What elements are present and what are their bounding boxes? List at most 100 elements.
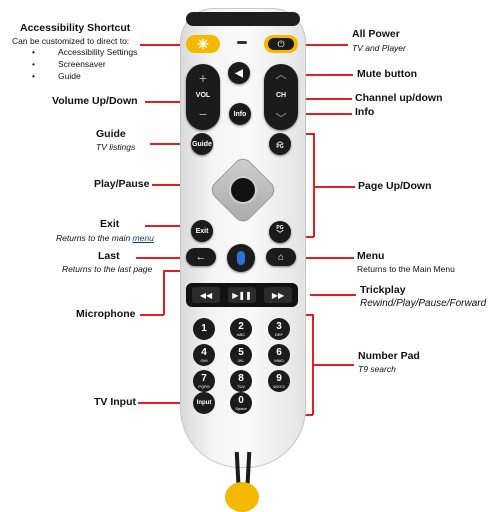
menu-sublabel: Returns to the Main Menu (357, 264, 455, 274)
exit-label: Exit (100, 218, 120, 230)
page-down-text: PG (276, 225, 284, 231)
number-key[interactable]: 1 (193, 318, 215, 340)
digit: 5 (238, 346, 244, 358)
trickplay-pointer-line (310, 294, 356, 296)
mute-button[interactable]: ◀ (228, 62, 250, 84)
page-label: Page Up/Down (358, 180, 432, 192)
channel-rocker[interactable]: ︿ CH ﹀ (264, 64, 298, 130)
page-down-button[interactable]: PG ﹀ (269, 221, 291, 243)
power-button[interactable]: ⏻ (264, 35, 298, 53)
remote-top-slot (186, 12, 300, 26)
play-pause-icon: ▶❚❚ (232, 290, 252, 300)
exit-sublabel-text: Returns to the main (56, 233, 133, 243)
trickplay-bar: ◀◀ ▶❚❚ ▶▶ (186, 283, 298, 307)
accessibility-pointer-line (140, 44, 186, 46)
guide-label: Guide (96, 128, 126, 140)
microphone-label: Microphone (76, 308, 136, 320)
info-button[interactable]: Info (229, 103, 251, 125)
lanyard-clip (225, 482, 259, 512)
trickplay-sublabel: Rewind/Play/Pause/Forward (360, 298, 487, 309)
guide-button[interactable]: Guide (191, 133, 213, 155)
play-pause-button[interactable] (231, 178, 255, 202)
digit: 2 (238, 320, 244, 332)
digit: 8 (238, 372, 244, 384)
forward-icon: ▶▶ (271, 290, 285, 300)
home-icon: ⌂ (277, 251, 285, 263)
letters: DEF (275, 331, 283, 337)
menu-label: Menu (357, 250, 385, 262)
play-pause-label: Play/Pause (94, 178, 150, 190)
all-power-label: All Power (352, 28, 400, 40)
microphone-icon (237, 251, 245, 265)
digit: 7 (201, 372, 207, 384)
list-item: Accessibility Settings (58, 47, 138, 57)
page-pointer-line (313, 186, 355, 188)
rewind-button[interactable]: ◀◀ (192, 287, 220, 303)
power-icon: ⏻ (268, 38, 294, 50)
exit-pointer-line (145, 225, 191, 227)
last-label: Last (98, 250, 120, 262)
volume-label: Volume Up/Down (52, 95, 138, 107)
microphone-button[interactable] (227, 244, 255, 272)
indicator-led (237, 41, 247, 44)
page-up-button[interactable]: ︿ PG (269, 133, 291, 155)
asterisk-icon: ✳ (197, 35, 209, 52)
letters: JKL (237, 357, 245, 363)
list-bullet: • (32, 71, 35, 81)
microphone-pointer-line-h (140, 314, 164, 316)
tv-input-label: TV Input (94, 396, 136, 408)
arrow-left-icon: ← (195, 251, 207, 263)
numpad-pointer-line (312, 364, 354, 366)
power-pointer-line (292, 44, 348, 46)
play-pause-trick-button[interactable]: ▶❚❚ (228, 287, 256, 303)
list-item: Guide (58, 71, 81, 81)
digit: 6 (276, 346, 282, 358)
digit: 3 (276, 320, 282, 332)
letters: ABC (236, 331, 246, 337)
channel-label-text: CH (275, 92, 287, 99)
accessibility-shortcut-label: Accessibility Shortcut (20, 22, 131, 34)
accessibility-button[interactable]: ✳ (186, 35, 220, 53)
d-pad[interactable] (207, 154, 279, 226)
rewind-icon: ◀◀ (199, 290, 213, 300)
input-text: Input (196, 400, 212, 406)
forward-button[interactable]: ▶▶ (264, 287, 292, 303)
input-button[interactable]: Input (193, 392, 215, 414)
page-bracket-vertical (313, 133, 315, 237)
letters: TUV (237, 383, 245, 389)
digit: 9 (276, 372, 282, 384)
last-sublabel: Returns to the last page (62, 264, 153, 274)
chevron-up-icon: ︿ (276, 138, 284, 145)
letters: Space (235, 405, 247, 411)
info-label: Info (355, 106, 375, 118)
letters: PQRS (198, 383, 210, 389)
exit-button[interactable]: Exit (191, 220, 213, 242)
menu-pointer-line (288, 257, 354, 259)
letters: MNO (274, 357, 284, 363)
page-up-text: PG (276, 144, 284, 150)
exit-menu-link[interactable]: menu (132, 233, 154, 243)
channel-down-icon: ﹀ (275, 113, 287, 125)
volume-pointer-line (145, 101, 190, 103)
letters: WXYZ (273, 383, 285, 389)
volume-rocker[interactable]: + VOL − (186, 64, 220, 130)
digit: 1 (201, 322, 207, 334)
list-item: Screensaver (58, 59, 106, 69)
channel-label: Channel up/down (355, 92, 443, 104)
menu-button[interactable]: ⌂ (266, 248, 296, 266)
last-button[interactable]: ← (186, 248, 216, 266)
number-pad-sublabel: T9 search (358, 364, 396, 374)
guide-sublabel: TV listings (96, 142, 136, 152)
microphone-pointer-line-v (163, 270, 165, 315)
digit: 4 (201, 346, 207, 358)
tv-input-pointer-line (138, 402, 192, 404)
